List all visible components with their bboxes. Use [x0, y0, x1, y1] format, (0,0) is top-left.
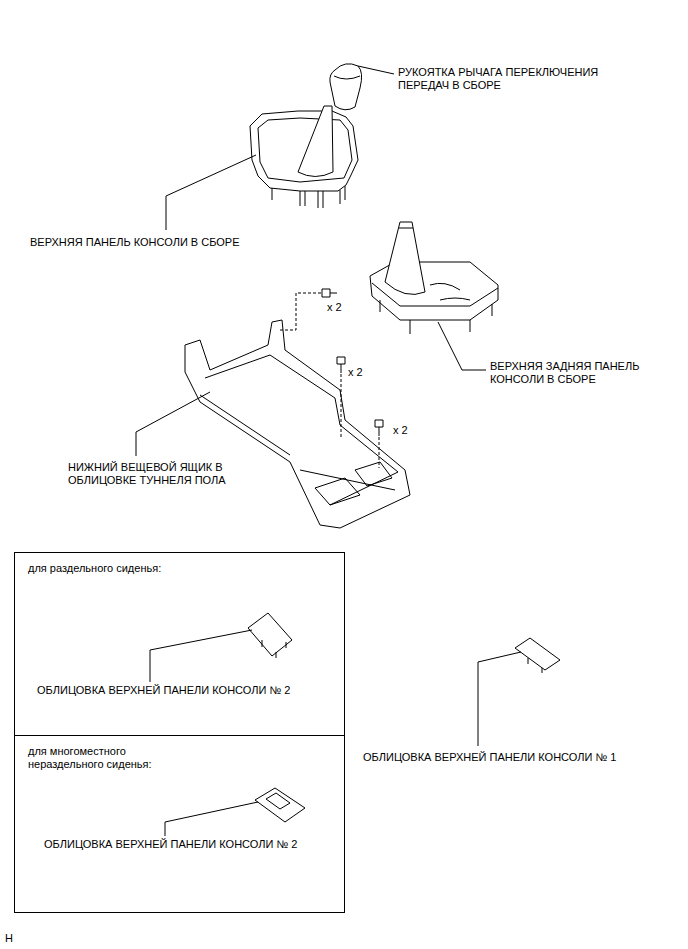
condition-box: для раздельного сиденья: ОБЛИЦОВКА ВЕРХНЕ…	[14, 552, 345, 736]
leader-line	[136, 66, 521, 836]
quantity-note: x 2	[393, 424, 408, 437]
quantity-note: H	[5, 932, 13, 945]
trim-no1-pins	[528, 658, 542, 673]
trim-no2	[255, 788, 305, 822]
part-name: ВЕРХНЯЯ ПАНЕЛЬ КОНСОЛИ В СБОРЕ	[30, 236, 240, 249]
trim-no1	[515, 638, 560, 670]
quantity-note: x 2	[348, 366, 363, 379]
quantity-note: x 2	[327, 301, 342, 314]
condition-heading: для раздельного сиденья:	[28, 562, 161, 575]
part-name: ОБЛИЦОВКА ВЕРХНЕЙ ПАНЕЛИ КОНСОЛИ № 1	[363, 751, 616, 764]
rear-shift-boot-top	[399, 228, 413, 229]
part-name: РУКОЯТКА РЫЧАГА ПЕРЕКЛЮЧЕНИЯ ПЕРЕДАЧ В С…	[398, 66, 633, 92]
shift-boot	[298, 106, 333, 177]
trim-no2-pins	[262, 640, 286, 658]
shift-knob-detail	[334, 76, 360, 79]
bolt	[375, 420, 383, 436]
panel-leg	[380, 300, 492, 334]
shift-knob	[330, 64, 362, 110]
upper-console-panel	[250, 111, 358, 191]
bolt-path	[280, 293, 379, 468]
panel-leg	[272, 186, 345, 208]
rear-shift-boot	[385, 222, 425, 294]
part-name: ВЕРХНЯЯ ЗАДНЯЯ ПАНЕЛЬ КОНСОЛИ В СБОРЕ	[490, 360, 650, 386]
condition-heading: для многоместного нераздельного сиденья:	[28, 745, 178, 771]
bolt	[337, 357, 345, 373]
trim-no2-opening	[266, 793, 290, 809]
trim-no2	[248, 613, 292, 656]
condition-box: для многоместного нераздельного сиденья:…	[14, 735, 345, 913]
part-name: ОБЛИЦОВКА ВЕРХНЕЙ ПАНЕЛИ КОНСОЛИ № 2	[44, 838, 297, 851]
bolt	[322, 289, 337, 297]
part-name: НИЖНИЙ ВЕЩЕВОЙ ЯЩИК В ОБЛИЦОВКЕ ТУННЕЛЯ …	[68, 461, 248, 487]
lower-console-box-detail	[200, 355, 398, 505]
part-name: ОБЛИЦОВКА ВЕРХНЕЙ ПАНЕЛИ КОНСОЛИ № 2	[37, 684, 290, 697]
lower-console-box	[185, 320, 410, 528]
